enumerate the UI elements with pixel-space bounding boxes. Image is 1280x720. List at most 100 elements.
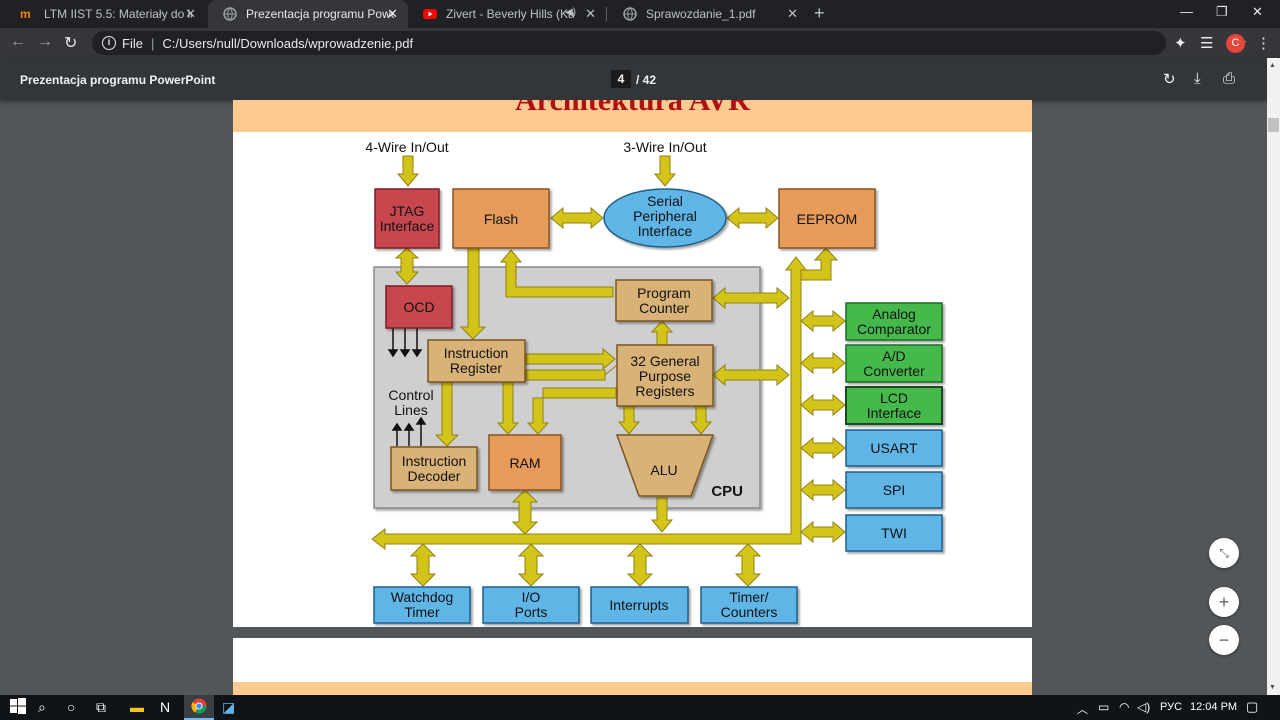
ir-label-2: Register bbox=[450, 360, 502, 376]
tab-presentation[interactable]: Prezentacja programu PowerPoint ✕ bbox=[208, 0, 408, 28]
menu-icon[interactable]: ⋮ bbox=[1256, 35, 1271, 52]
arrow-pc-bus bbox=[712, 286, 790, 310]
volume-icon[interactable]: ◁) bbox=[1137, 700, 1151, 714]
eeprom-block bbox=[778, 188, 876, 249]
youtube-icon bbox=[422, 6, 438, 22]
pdf-page: Architektura AVR CPU bbox=[233, 100, 1032, 627]
arrow-pc-flash bbox=[499, 249, 614, 298]
maximize-icon[interactable]: ❐ bbox=[1216, 4, 1228, 19]
spi-serial-label-1: Serial bbox=[647, 193, 683, 209]
tab-youtube[interactable]: Zivert - Beverly Hills (Kalashni ◀) ✕ bbox=[408, 0, 606, 28]
globe-icon bbox=[622, 6, 638, 22]
reload-icon[interactable]: ↻ bbox=[64, 35, 78, 52]
pc-label-2: Counter bbox=[639, 300, 689, 316]
bus-arrows bbox=[371, 155, 846, 587]
irq-label: Interrupts bbox=[609, 597, 668, 613]
avatar[interactable]: C bbox=[1226, 34, 1245, 53]
back-icon[interactable]: ← bbox=[10, 33, 26, 50]
app-icon[interactable]: ◪ bbox=[222, 699, 236, 715]
url-divider: | bbox=[150, 35, 155, 51]
adc-label-2: Converter bbox=[863, 363, 925, 379]
close-tab-icon[interactable]: ✕ bbox=[787, 6, 798, 21]
page-number-input[interactable]: 4 bbox=[611, 70, 631, 88]
avr-block-diagram: CPU bbox=[365, 139, 943, 624]
arrow-gpr-bus bbox=[712, 363, 790, 387]
file-explorer-icon[interactable]: ▬ bbox=[130, 699, 144, 715]
flash-block bbox=[452, 188, 550, 249]
tab-title: LTM IIST 5.5: Materiały do lab bbox=[44, 7, 192, 21]
address-bar[interactable]: i File | C:/Users/null/Downloads/wprowad… bbox=[92, 31, 1247, 55]
tab-title: Zivert - Beverly Hills (Kalashni bbox=[446, 7, 574, 21]
tab-title: Prezentacja programu PowerPoint bbox=[246, 7, 394, 21]
io-ports-block bbox=[482, 586, 580, 624]
fit-page-icon[interactable]: ⤡ bbox=[1209, 538, 1239, 568]
close-tab-icon[interactable]: ✕ bbox=[387, 6, 398, 21]
arrow-analog bbox=[800, 309, 846, 333]
minimize-icon[interactable]: — bbox=[1180, 4, 1193, 19]
scrollbar[interactable] bbox=[1267, 58, 1280, 695]
taskbar-clock[interactable]: 12:04 PM bbox=[1190, 701, 1238, 713]
browser-toolbar: ← → ↻ i File | C:/Users/null/Downloads/w… bbox=[0, 28, 1280, 58]
io-label-1: I/O bbox=[522, 589, 541, 605]
scroll-up-icon[interactable]: ▲ bbox=[1269, 62, 1276, 69]
gpr-label-1: 32 General bbox=[630, 353, 699, 369]
download-icon[interactable]: ⤓ bbox=[1194, 70, 1201, 87]
decoder-label-1: Instruction bbox=[402, 453, 467, 469]
wifi-icon[interactable]: ◠ bbox=[1119, 700, 1130, 714]
close-window-icon[interactable]: ✕ bbox=[1252, 4, 1263, 19]
arrow-timer bbox=[734, 543, 762, 587]
control-lines-label-1: Control bbox=[388, 387, 433, 403]
page-total: / 42 bbox=[636, 73, 657, 87]
program-counter-block bbox=[615, 279, 713, 322]
new-tab-icon[interactable]: + bbox=[814, 3, 825, 23]
tab-report-pdf[interactable]: Sprawozdanie_1.pdf ✕ bbox=[608, 0, 808, 28]
arrow-eeprom-bus bbox=[800, 247, 839, 281]
ocd-label: OCD bbox=[403, 299, 434, 315]
audio-playing-icon[interactable]: ◀) bbox=[564, 7, 576, 18]
zoom-out-button[interactable]: − bbox=[1209, 625, 1239, 655]
spi-serial-label-3: Interface bbox=[638, 223, 693, 239]
search-icon[interactable]: ⌕ bbox=[38, 699, 46, 715]
scroll-down-icon[interactable]: ▼ bbox=[1269, 684, 1276, 691]
url-scheme: File bbox=[122, 35, 143, 51]
zoom-in-button[interactable]: + bbox=[1209, 587, 1239, 617]
spi-label: SPI bbox=[883, 482, 906, 498]
language-indicator[interactable]: РУС bbox=[1160, 701, 1183, 713]
jtag-label-1: JTAG bbox=[390, 203, 425, 219]
notifications-icon[interactable]: ▢ bbox=[1246, 699, 1259, 714]
arrow-ir-gpr-2 bbox=[525, 364, 618, 381]
jtag-label-2: Interface bbox=[380, 218, 435, 234]
ram-label: RAM bbox=[509, 455, 540, 471]
pc-label-1: Program bbox=[637, 285, 691, 301]
scrollbar-thumb[interactable] bbox=[1268, 118, 1279, 132]
arrow-flash-ir bbox=[459, 247, 487, 340]
twi-label: TWI bbox=[881, 525, 907, 541]
cortana-icon[interactable]: ○ bbox=[67, 699, 76, 715]
timer-counters-block bbox=[700, 586, 798, 624]
general-purpose-registers-block bbox=[616, 344, 714, 407]
interrupts-block bbox=[590, 586, 689, 624]
arrow-irq bbox=[626, 543, 654, 587]
notion-icon[interactable]: N bbox=[160, 699, 171, 715]
analog-label-1: Analog bbox=[872, 306, 916, 322]
tab-strip: m LTM IIST 5.5: Materiały do lab ✕ Preze… bbox=[0, 0, 1280, 28]
windows-start-icon[interactable] bbox=[10, 698, 26, 717]
show-hidden-icons-icon[interactable]: ︿ bbox=[1077, 704, 1088, 716]
tab-moodle[interactable]: m LTM IIST 5.5: Materiały do lab ✕ bbox=[6, 0, 206, 28]
info-icon[interactable]: i bbox=[102, 36, 116, 50]
print-icon[interactable]: ⎙ bbox=[1223, 70, 1236, 87]
arrow-spi-eeprom bbox=[726, 206, 779, 230]
media-control-icon[interactable]: ☰ bbox=[1200, 35, 1214, 52]
rotate-icon[interactable]: ↻ bbox=[1163, 71, 1176, 88]
forward-icon[interactable]: → bbox=[37, 33, 53, 50]
instruction-decoder-block bbox=[390, 446, 478, 491]
chrome-icon[interactable] bbox=[191, 698, 207, 717]
close-tab-icon[interactable]: ✕ bbox=[585, 6, 596, 21]
battery-icon[interactable]: ▭ bbox=[1098, 700, 1110, 714]
twi-block bbox=[845, 514, 943, 552]
arrow-wdt bbox=[409, 543, 437, 587]
close-tab-icon[interactable]: ✕ bbox=[185, 6, 196, 21]
extensions-icon[interactable]: ✦ bbox=[1174, 35, 1187, 52]
task-view-icon[interactable]: ⧉ bbox=[96, 699, 106, 715]
pdf-toolbar: Prezentacja programu PowerPoint 4 / 42 ↻… bbox=[0, 58, 1267, 100]
